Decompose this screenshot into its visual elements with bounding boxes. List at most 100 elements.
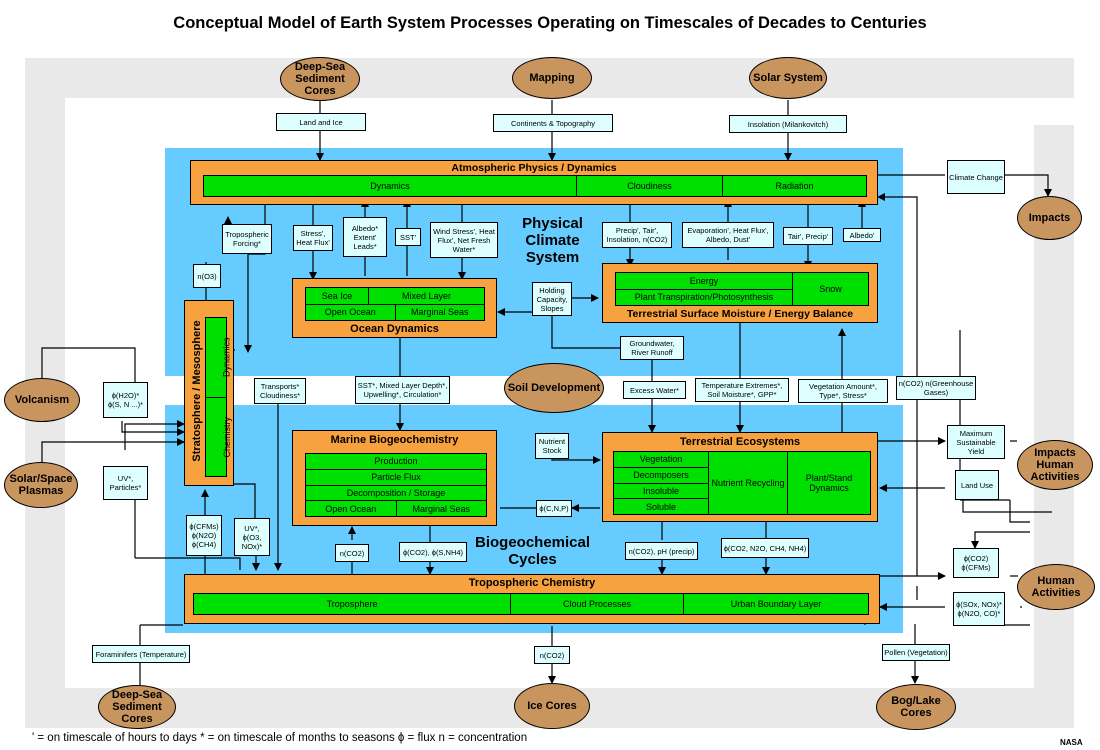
label-max-sustainable-yield: Maximum Sustainable Yield bbox=[947, 425, 1005, 459]
label-stress-heat-flux: Stress', Heat Flux' bbox=[293, 225, 333, 251]
ocean-marginal-seas-cell: Marginal Seas bbox=[410, 307, 469, 318]
terrestrial-ecosystems-box: Terrestrial Ecosystems Vegetation Decomp… bbox=[602, 432, 878, 522]
label-albedo-extent-leads: Albedo* Extent' Leads* bbox=[343, 217, 387, 257]
label-co2-cfms: ϕ(CO2) ϕ(CFMs) bbox=[953, 548, 999, 578]
ice-cores-oval: Ice Cores bbox=[514, 683, 590, 729]
atmos-dynamics-cell: Dynamics bbox=[204, 176, 577, 196]
strat-dynamics-cell: Dynamics bbox=[221, 337, 232, 378]
label-land-use: Land Use bbox=[955, 470, 999, 500]
label-excess-water: Excess Water* bbox=[623, 381, 686, 399]
marine-particle-flux-cell: Particle Flux bbox=[371, 472, 421, 483]
eco-vegetation-cell: Vegetation bbox=[639, 454, 683, 465]
tropo-urban-boundary-cell: Urban Boundary Layer bbox=[730, 599, 822, 609]
label-transports-cloudiness: Transports* Cloudiness* bbox=[254, 378, 306, 404]
tropospheric-chemistry-title: Tropospheric Chemistry bbox=[468, 577, 596, 589]
solar-system-oval: Solar System bbox=[749, 57, 827, 99]
label-tropospheric-forcing: Tropospheric Forcing* bbox=[222, 224, 272, 254]
deep-sea-sediment-cores-top-oval: Deep-Sea Sediment Cores bbox=[280, 57, 360, 101]
terr-snow-cell: Snow bbox=[819, 284, 842, 294]
marine-biogeochemistry-title: Marine Biogeochemistry bbox=[330, 434, 459, 446]
label-n-co2-2: n(CO2) bbox=[534, 646, 570, 664]
terr-transpiration-cell: Plant Transpiration/Photosynthesis bbox=[634, 292, 774, 303]
eco-insoluble-cell: Insoluble bbox=[642, 485, 680, 496]
label-uv-particles: UV*, Particles* bbox=[103, 466, 148, 500]
ocean-open-ocean-cell: Open Ocean bbox=[306, 304, 396, 320]
label-c-n-p-flux: ϕ(C,N,P) bbox=[536, 500, 572, 517]
label-co2-n2o-ch4-nh4: ϕ(CO2, N2O, CH4, NH4) bbox=[721, 538, 809, 558]
label-sst-1: SST' bbox=[395, 228, 421, 246]
tropo-troposphere-cell: Troposphere bbox=[194, 594, 511, 614]
physical-climate-title: Physical Climate System bbox=[522, 215, 583, 266]
ocean-dynamics-components: Sea Ice Mixed Layer Open Ocean Marginal Se… bbox=[305, 287, 485, 321]
tropo-cloud-processes-cell: Cloud Processes bbox=[511, 594, 684, 614]
ocean-mixed-layer-cell: Mixed Layer bbox=[401, 290, 452, 301]
diagram-title: Conceptual Model of Earth System Process… bbox=[173, 14, 927, 32]
marine-biogeochemistry-components: Production Particle Flux Decomposition /… bbox=[305, 453, 487, 517]
legend: ' = on timescale of hours to days * = on… bbox=[32, 732, 528, 744]
label-wind-stress: Wind Stress', Heat Flux', Net Fresh Wate… bbox=[430, 222, 498, 258]
label-tair-precip: Tair', Precip' bbox=[783, 227, 833, 245]
ocean-dynamics-title: Ocean Dynamics bbox=[350, 323, 439, 335]
label-cfms-n2o-ch4: ϕ(CFMs) ϕ(N2O) ϕ(CH4) bbox=[186, 515, 222, 556]
label-precip-tair: Precip', Tair', Insolation, n(CO2) bbox=[602, 222, 672, 248]
impacts-human-activities-oval: Impacts Human Activities bbox=[1017, 440, 1093, 490]
label-evaporation: Evaporation', Heat Flux', Albedo, Dust' bbox=[682, 222, 774, 248]
human-activities-oval: Human Activities bbox=[1017, 564, 1095, 610]
soil-development-oval: Soil Development bbox=[504, 363, 604, 413]
mapping-oval: Mapping bbox=[512, 57, 592, 99]
bog-lake-cores-oval: Bog/Lake Cores bbox=[876, 684, 956, 730]
stratosphere-components: Dynamics Chemistry bbox=[205, 317, 232, 477]
marine-marginal-seas-cell: Marginal Seas bbox=[412, 503, 471, 514]
stratosphere-box: Stratosphere / Mesosphere Dynamics Chemi… bbox=[184, 300, 234, 486]
marine-biogeochemistry-box: Marine Biogeochemistry Production Partic… bbox=[292, 430, 497, 526]
label-sst-mixed-layer: SST*, Mixed Layer Depth*, Upwelling*, Ci… bbox=[355, 376, 450, 404]
terrestrial-surface-components: Energy Plant Transpiration/Photosynthesi… bbox=[615, 272, 869, 306]
label-vegetation-amount: Vegetation Amount*, Type*, Stress* bbox=[798, 379, 888, 403]
atmospheric-physics-components: Dynamics Cloudiness Radiation bbox=[203, 175, 867, 197]
label-pollen: Pollen (Vegetation) bbox=[882, 644, 950, 661]
atmospheric-physics-box: Atmospheric Physics / Dynamics Dynamics … bbox=[190, 160, 878, 205]
label-nutrient-stock: Nutrient Stock bbox=[535, 433, 569, 459]
label-insolation: Insolation (Milankovitch) bbox=[729, 115, 847, 133]
solar-space-plasmas-oval: Solar/Space Plasmas bbox=[4, 462, 78, 508]
eco-soluble-cell: Soluble bbox=[645, 501, 677, 512]
biogeochemical-title: Biogeochemical Cycles bbox=[475, 534, 591, 568]
label-holding-capacity: Holding Capacity, Slopes bbox=[532, 282, 572, 316]
atmospheric-physics-title: Atmospheric Physics / Dynamics bbox=[451, 162, 617, 174]
eco-nutrient-recycling-cell: Nutrient Recycling bbox=[709, 452, 788, 514]
label-h2o-flux: ϕ(H2O)* ϕ(S, N ...)* bbox=[103, 382, 148, 418]
eco-plant-stand-cell: Plant/Stand Dynamics bbox=[805, 473, 853, 493]
label-n-co2-ph: n(CO2), pH (precip) bbox=[625, 542, 698, 560]
tropospheric-chemistry-components: Troposphere Cloud Processes Urban Bounda… bbox=[193, 593, 869, 615]
label-climate-change: Climate Change bbox=[947, 160, 1005, 194]
marine-decomposition-cell: Decomposition / Storage bbox=[346, 487, 446, 498]
terrestrial-ecosystems-title: Terrestrial Ecosystems bbox=[679, 436, 801, 448]
terrestrial-ecosystems-components: Vegetation Decomposers Insoluble Soluble… bbox=[613, 451, 871, 515]
label-temperature-extremes: Temperature Extremes*, Soil Moisture*, G… bbox=[695, 378, 789, 402]
label-foraminifers: Foraminifers (Temperature) bbox=[92, 645, 190, 663]
credit: NASA bbox=[1060, 738, 1083, 747]
label-co2-s-nh4: ϕ(CO2), ϕ(S,NH4) bbox=[399, 542, 467, 562]
marine-open-ocean-cell: Open Ocean bbox=[306, 501, 397, 516]
terr-energy-cell: Energy bbox=[689, 275, 719, 286]
tropospheric-chemistry-box: Tropospheric Chemistry Troposphere Cloud… bbox=[184, 574, 880, 624]
marine-production-cell: Production bbox=[374, 456, 418, 467]
atmos-radiation-cell: Radiation bbox=[775, 181, 814, 191]
atmos-cloudiness-cell: Cloudiness bbox=[577, 176, 723, 196]
deep-sea-sediment-cores-bottom-oval: Deep-Sea Sediment Cores bbox=[98, 685, 176, 729]
label-albedo-2: Albedo' bbox=[843, 228, 881, 242]
label-sox-nox: ϕ(SOx, NOx)* ϕ(N2O, CO)* bbox=[953, 592, 1005, 626]
strat-chemistry-cell: Chemistry bbox=[222, 416, 233, 458]
label-continents-topography: Continents & Topography bbox=[493, 114, 613, 132]
terrestrial-surface-box: Energy Plant Transpiration/Photosynthesi… bbox=[602, 263, 878, 323]
label-land-and-ice: Land and Ice bbox=[276, 113, 366, 131]
label-n-o3: n(O3) bbox=[193, 264, 221, 288]
ocean-sea-ice-cell: Sea Ice bbox=[306, 288, 369, 304]
eco-decomposers-cell: Decomposers bbox=[633, 470, 689, 481]
label-groundwater: Groundwater, River Runoff bbox=[620, 336, 684, 360]
label-n-co2-1: n(CO2) bbox=[335, 544, 369, 562]
label-uv-o3-nox: UV*, ϕ(O3, NOx)* bbox=[234, 518, 270, 556]
label-n-co2-greenhouse: n(CO2) n(Greenhouse Gases) bbox=[896, 376, 976, 400]
impacts-oval: Impacts bbox=[1017, 196, 1082, 240]
volcanism-oval: Volcanism bbox=[4, 378, 80, 422]
